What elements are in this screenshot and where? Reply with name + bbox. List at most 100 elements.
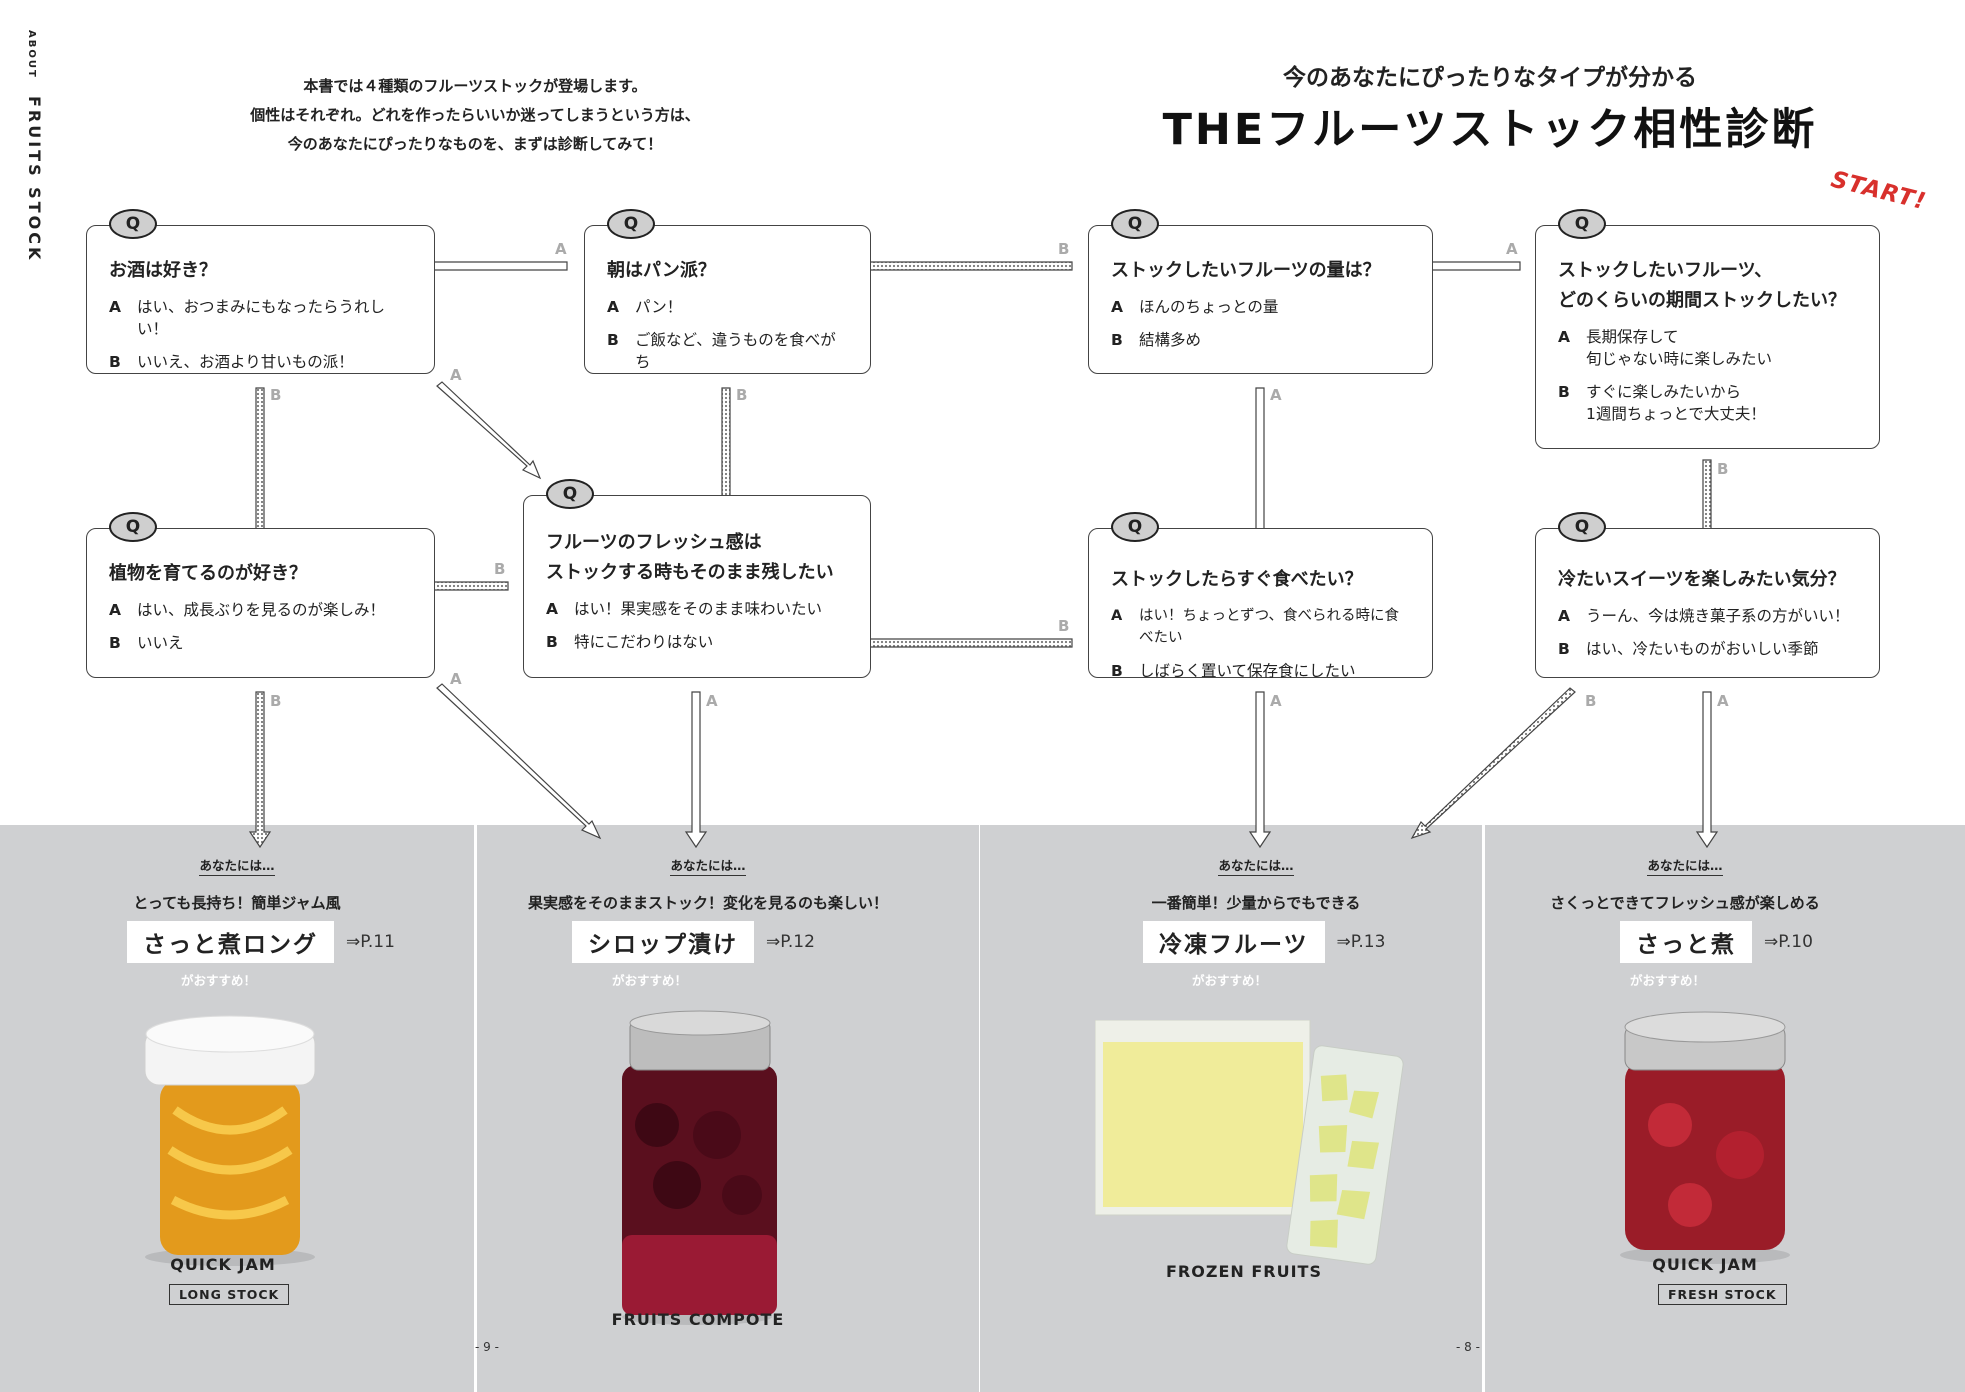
question-text: ストックしたいフルーツ、 どのくらいの期間ストックしたい？ <box>1558 260 1846 311</box>
arrow-a <box>684 691 708 849</box>
arrow-b <box>1410 687 1576 840</box>
page-subtitle: 今のあなたにぴったりなタイプが分かる <box>1283 65 1697 91</box>
result-desc: とっても長持ち！簡単ジャム風 <box>133 894 341 912</box>
result-intro: あなたには… <box>1218 858 1294 876</box>
arrow-label-a: A <box>706 692 718 710</box>
result-name: 冷凍フルーツ <box>1143 921 1325 963</box>
result-intro: あなたには… <box>1647 858 1723 876</box>
arrow-a <box>1248 387 1272 552</box>
arrow-label-a: A <box>1506 240 1518 258</box>
result-tag: FRESH STOCK <box>1658 1284 1787 1305</box>
result-panel-frozen: あなたには… 一番簡単！少量からでもできる 冷凍フルーツ ⇒P.13 がおすすめ… <box>980 825 1482 1392</box>
q-badge: Q <box>1111 512 1159 542</box>
result-recommend: がおすすめ！ <box>1192 973 1268 988</box>
arrow-a <box>436 381 542 480</box>
result-page: ⇒P.11 <box>346 932 395 952</box>
question-text: 朝はパン派？ <box>607 260 716 281</box>
question-text: 冷たいスイーツを楽しみたい気分？ <box>1558 569 1846 590</box>
side-label-big: FRUITS STOCK <box>25 95 44 263</box>
jar-image-orange <box>144 1015 316 1266</box>
q-badge: Q <box>109 209 157 239</box>
result-product: FRUITS COMPOTE <box>611 1310 785 1329</box>
arrow-label-b: B <box>494 560 505 578</box>
intro-line: 今のあなたにぴったりなものを、まずは診断してみて！ <box>287 135 663 153</box>
arrow-label-b: B <box>1058 240 1069 258</box>
q-badge: Q <box>607 209 655 239</box>
arrow-a <box>436 683 602 840</box>
start-label: START! <box>1828 166 1929 216</box>
q-badge: Q <box>1558 512 1606 542</box>
result-page: ⇒P.13 <box>1336 932 1386 952</box>
result-desc: 一番簡単！少量からでもできる <box>1151 894 1361 912</box>
arrow-label-a: A <box>555 240 567 258</box>
arrow-label-a: A <box>1717 692 1729 710</box>
arrow-label-b: B <box>1058 617 1069 635</box>
result-page: ⇒P.10 <box>1764 932 1813 952</box>
side-label-small: ABOUT <box>26 30 37 79</box>
result-intro: あなたには… <box>199 858 275 876</box>
result-panel-quick: あなたには… さくっとできてフレッシュ感が楽しめる さっと煮 ⇒P.10 がおす… <box>1485 825 1965 1392</box>
question-text: ストックしたらすぐ食べたい？ <box>1111 569 1363 590</box>
arrow-label-a: A <box>450 670 462 688</box>
result-desc: さくっとできてフレッシュ感が楽しめる <box>1550 894 1820 912</box>
arrow-label-a: A <box>1270 692 1282 710</box>
frozen-bags-image <box>1095 1020 1404 1265</box>
arrow-label-b: B <box>270 692 281 710</box>
arrow-b <box>840 255 1073 277</box>
result-product: QUICK JAM <box>170 1255 276 1274</box>
result-name: さっと煮ロング <box>127 921 334 963</box>
arrow-b <box>248 387 272 547</box>
result-panel-syrup: あなたには… 果実感をそのままストック！変化を見るのも楽しい！ シロップ漬け ⇒… <box>475 825 979 1392</box>
result-product: QUICK JAM <box>1652 1255 1758 1274</box>
result-name: さっと煮 <box>1620 921 1752 963</box>
result-name: シロップ漬け <box>572 921 754 963</box>
result-recommend: がおすすめ！ <box>181 973 257 988</box>
page-number-right: - 8 - <box>1456 1340 1480 1354</box>
result-intro: あなたには… <box>670 858 746 876</box>
q-badge: Q <box>109 512 157 542</box>
jar-image-cherry <box>622 1010 777 1325</box>
arrow-label-a: A <box>450 366 462 384</box>
result-product: FROZEN FRUITS <box>1166 1262 1322 1281</box>
intro-line: 本書では４種類のフルーツストックが登場します。 <box>303 77 647 95</box>
page-title: THEフルーツストック相性診断 <box>1162 105 1818 155</box>
arrow-a <box>1695 691 1719 849</box>
question-text: ストックしたいフルーツの量は？ <box>1111 260 1381 281</box>
result-recommend: がおすすめ！ <box>612 973 688 988</box>
q-badge: Q <box>1558 209 1606 239</box>
result-tag: LONG STOCK <box>169 1284 290 1305</box>
intro-text: 本書では４種類のフルーツストックが登場します。 個性はそれぞれ。どれを作ったらい… <box>210 72 740 159</box>
arrow-label-a: A <box>1270 386 1282 404</box>
arrow-label-b: B <box>1585 692 1596 710</box>
question-text: お酒は好き？ <box>109 260 217 281</box>
arrow-label-b: B <box>1717 460 1728 478</box>
result-page: ⇒P.12 <box>766 932 815 952</box>
result-desc: 果実感をそのままストック！変化を見るのも楽しい！ <box>527 894 888 912</box>
arrow-b <box>248 691 272 849</box>
intro-line: 個性はそれぞれ。どれを作ったらいいか迷ってしまうという方は、 <box>250 106 700 124</box>
arrow-label-b: B <box>736 386 747 404</box>
